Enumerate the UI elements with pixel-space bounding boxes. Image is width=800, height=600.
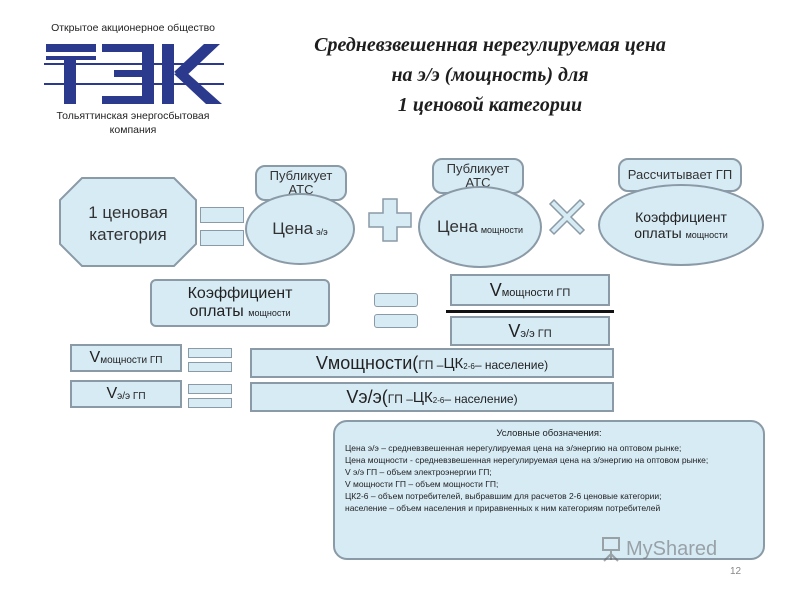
v-ee-gp-box: V э/э ГП [70, 380, 182, 408]
equals2-bar-top [374, 293, 418, 307]
v-ee-formula-box: Vэ/э( ГП – ЦК 2-6 – население ) [250, 382, 614, 412]
fraction-denominator: V э/э ГП [450, 316, 610, 346]
equals4-bar-top [188, 384, 232, 394]
watermark: MyShared [600, 536, 717, 562]
price-power-sub: мощности [480, 225, 524, 235]
numerator-sub: мощности ГП [501, 287, 571, 299]
v-ee-formula-ck-sub: 2-6 [432, 395, 445, 405]
v-ee-gp-sub: э/э ГП [117, 391, 146, 402]
v-ee-gp-v: V [106, 385, 118, 402]
price-ee-sub: э/э [316, 227, 328, 237]
price-ee-ellipse: Цена э/э [245, 193, 355, 265]
legend-item: ЦК2-6 – объем потребителей, выбравшим дл… [345, 491, 662, 501]
published-ats-label-1: Публикует АТС [255, 165, 347, 201]
fraction-numerator: V мощности ГП [450, 274, 610, 306]
v-ee-formula-end: ) [513, 391, 518, 406]
v-power-gp-sub: мощности ГП [100, 355, 163, 366]
v-power-formula-end: ) [544, 357, 549, 372]
coef-box: Коэффициент оплаты мощности [150, 279, 330, 327]
equals2-bar-bottom [374, 314, 418, 328]
calculated-gp-text: Рассчитывает ГП [627, 167, 733, 182]
equals4-bar-bottom [188, 398, 232, 408]
v-ee-formula-main: Vэ/э( [346, 386, 388, 407]
legend-heading: Условные обозначения: [496, 428, 602, 439]
equals3-bar-bottom [188, 362, 232, 372]
category-octagon [59, 177, 197, 267]
logo-bottom-text-2: компания [109, 124, 157, 136]
denominator-sub: э/э ГП [520, 328, 552, 340]
fraction-line [446, 310, 614, 313]
coef-box-label-1: Коэффициент [187, 285, 293, 302]
numerator-v: V [489, 279, 502, 300]
v-power-formula-ck-sub: 2-6 [463, 361, 475, 371]
page-number: 12 [730, 566, 742, 577]
legend-item: V мощности ГП – объем мощности ГП; [345, 479, 499, 489]
coef-box-sub: мощности [248, 308, 291, 318]
coef-label-2: оплаты [634, 225, 682, 241]
v-power-formula-main: Vмощности( [315, 352, 419, 373]
logo-mark [44, 44, 224, 104]
company-logo: Открытое акционерное общество Тольяттинс… [38, 22, 228, 140]
title-line-3: 1 ценовой категории [397, 94, 583, 116]
watermark-text: MyShared [626, 537, 718, 560]
price-power-ellipse: Цена мощности [418, 186, 542, 268]
denominator-v: V [508, 320, 521, 341]
v-ee-formula-ck: ЦК [412, 388, 433, 406]
title-line-2: на э/э (мощность) для [391, 64, 589, 86]
coef-label-1: Коэффициент [635, 209, 727, 225]
presentation-icon [602, 537, 620, 562]
equals-bar-bottom [200, 230, 244, 246]
logo-bottom-text: Тольяттинская энергосбытовая [56, 110, 210, 122]
v-power-formula-ck: ЦК [443, 354, 464, 372]
multiply-icon [548, 198, 586, 236]
v-power-gp-box: V мощности ГП [70, 344, 182, 372]
v-power-gp-v: V [89, 349, 101, 366]
v-ee-formula-pop: – население [444, 391, 514, 406]
equals3-bar-top [188, 348, 232, 358]
v-power-formula-box: Vмощности( ГП – ЦК 2-6 – население ) [250, 348, 614, 378]
v-power-formula-pop: – население [474, 357, 545, 372]
coef-ellipse: Коэффициент оплаты мощности [598, 184, 764, 266]
v-power-formula-gp: ГП – [418, 357, 444, 372]
coef-box-label-2-wrap: оплаты мощности [190, 303, 291, 321]
v-ee-formula-gp: ГП – [387, 391, 413, 406]
legend-item: V э/э ГП – объем электроэнергии ГП; [345, 467, 492, 477]
plus-icon [368, 198, 412, 242]
legend-box: Условные обозначения: Цена э/э – среднев… [333, 420, 765, 560]
legend-item: Цена э/э – средневзвешенная нерегулируем… [345, 443, 682, 453]
coef-label-2-wrap: оплаты мощности [634, 225, 728, 241]
equals-bar-top [200, 207, 244, 223]
coef-box-label-2: оплаты [189, 303, 244, 320]
coef-sub: мощности [685, 230, 728, 240]
legend-item: Цена мощности - средневзвешенная нерегул… [345, 455, 709, 465]
logo-top-text: Открытое акционерное общество [51, 22, 215, 34]
category-label: 1 ценовая категория [88, 203, 168, 244]
price-ee-label: Цена [272, 219, 314, 238]
price-power-label: Цена [436, 217, 478, 236]
title-line-1: Средневзвешенная нерегулируемая цена [314, 34, 666, 56]
legend-item: население – объем населения и приравненн… [345, 503, 661, 513]
